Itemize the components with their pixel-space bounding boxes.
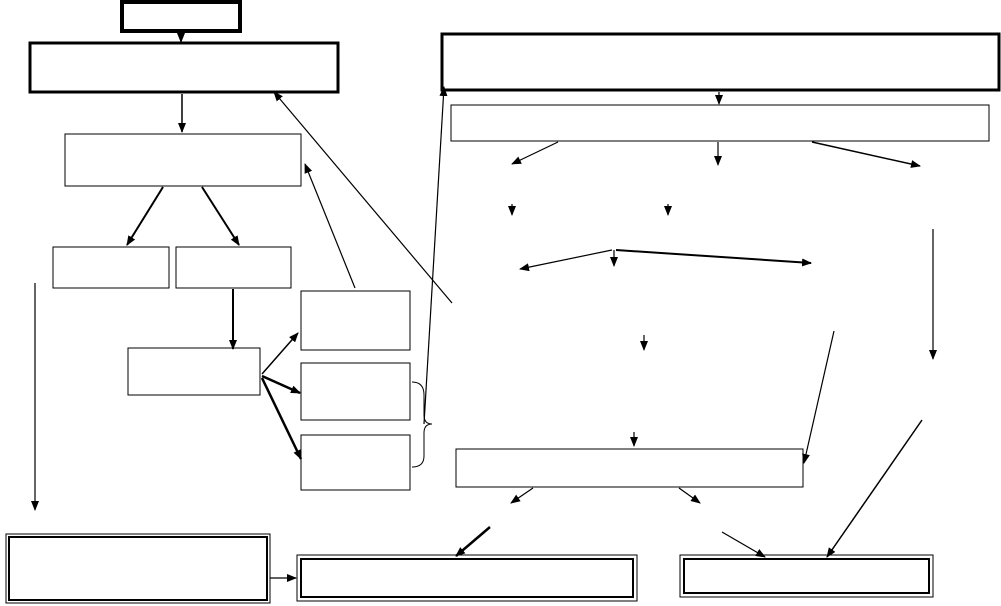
bottom-left-box-inner [8,536,268,601]
arrow-bracket-to-right-main [423,86,448,425]
option-box-2 [300,362,411,421]
fan-arrow-left [519,249,613,272]
arrow-split-right [201,186,240,246]
arrow-to-option-1 [261,332,299,375]
arrow-to-bottom-right-from-left [721,531,766,558]
option-box-3 [300,434,411,491]
arrow-to-bottom-right-from-top [826,419,923,558]
fan-arrow-right [615,249,812,267]
arrow-lower-branch-left [510,487,534,504]
top-title-box [120,0,242,33]
arrow-to-bottom-center [455,526,491,557]
bracket-options-2-3 [411,381,433,468]
arrow-lower-branch-right [678,487,701,504]
third-right-box [175,246,292,289]
arrow-diagonal-to-right-lower-box [802,330,835,464]
bottom-right-box-inner [683,558,930,594]
second-level-box [64,133,302,187]
feedback-arrow-to-second-level [304,163,356,289]
bottom-center-box [296,554,638,602]
main-right-box [440,32,1001,92]
right-second-box [450,104,990,142]
arrow-to-option-3 [260,377,303,460]
third-left-box [52,246,170,289]
bottom-left-box [5,533,271,604]
arrow-right-branch-right [811,141,921,168]
arrow-to-option-2 [261,374,301,395]
arrow-split-left [126,186,164,246]
bottom-center-box-inner [300,558,634,598]
right-lower-box [455,448,804,488]
feedback-arrow-to-main-left [273,91,453,304]
option-box-1 [300,290,411,351]
main-left-box [28,41,340,94]
bottom-right-box [679,554,934,598]
arrow-right-branch-left [511,141,559,165]
fourth-level-box [127,347,261,396]
